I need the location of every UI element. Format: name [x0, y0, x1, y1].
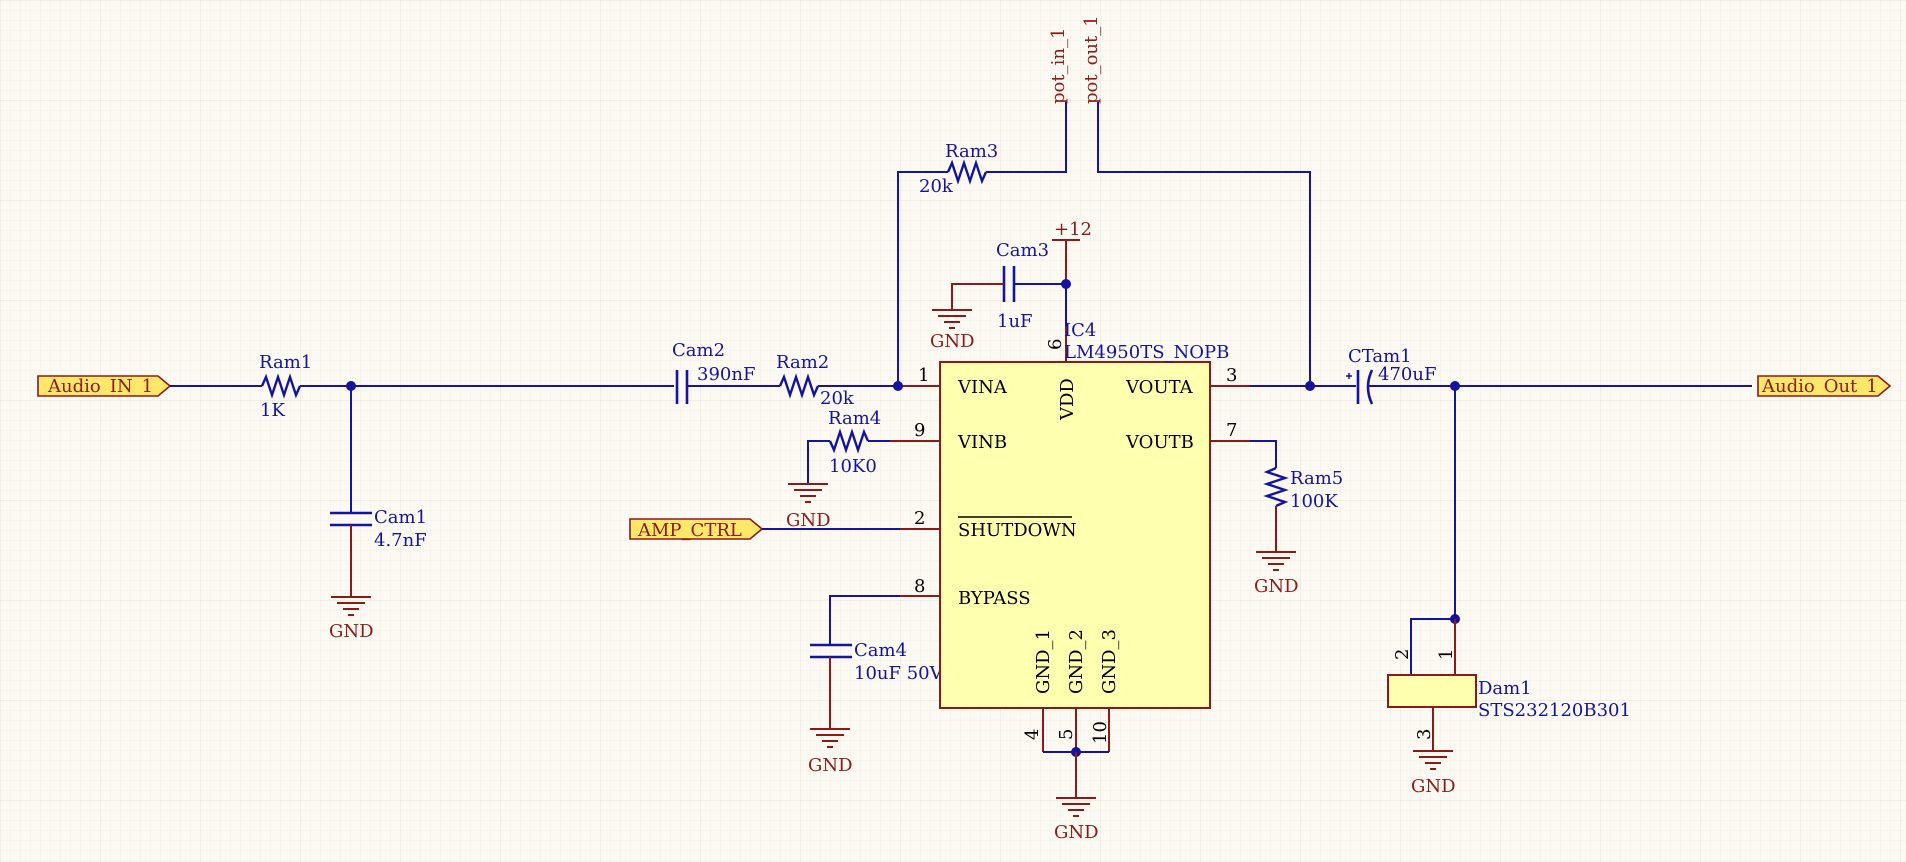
port-amp-ctrl[interactable]: AMP_CTRL	[629, 518, 764, 541]
ram2-ref: Ram2	[776, 352, 829, 373]
port-audio-in[interactable]: Audio_IN_1	[37, 375, 172, 397]
dam1-pin-2: 2	[1392, 649, 1413, 660]
pin-number-3: 3	[1226, 365, 1237, 386]
gnd-symbol	[932, 309, 972, 329]
pin-number-8: 8	[914, 576, 925, 597]
pin-number-10: 10	[1090, 721, 1111, 744]
resistor-ram2[interactable]: Ram2 20k	[776, 352, 855, 409]
wire	[897, 171, 948, 386]
ctam1-ref: CTam1	[1348, 346, 1412, 367]
cam2-value: 390nF	[697, 364, 755, 385]
wire	[1097, 102, 1311, 386]
dam1-pin-1: 1	[1436, 649, 1457, 660]
port-audio-out[interactable]: Audio_Out_1	[1757, 375, 1892, 397]
net-label-pot-in: pot_in_1	[1048, 28, 1069, 104]
gnd-label: GND	[1254, 576, 1299, 597]
cam1-ref: Cam1	[374, 507, 427, 528]
cam4-value: 10uF 50V	[854, 663, 944, 684]
pin-name-gnd1: GND_1	[1033, 629, 1054, 694]
resistor-ram4[interactable]: Ram4 10K0	[828, 408, 881, 477]
gnd-label: GND	[1054, 822, 1099, 843]
resistor-ram1[interactable]: Ram1 1K	[259, 352, 312, 421]
resistor-ram3[interactable]: Ram3 20k	[919, 141, 998, 197]
pin-name-voutb: VOUTB	[1125, 432, 1194, 453]
pin-name-gnd3: GND_3	[1099, 629, 1120, 694]
wire	[1410, 618, 1455, 675]
ram5-value: 100K	[1290, 491, 1338, 512]
ic-lm4950[interactable]: IC4 LM4950TS_NOPB VINA VINB SHUTDOWN BYP…	[939, 320, 1229, 709]
gnd-symbol	[1056, 797, 1096, 817]
cam1-value: 4.7nF	[374, 530, 427, 551]
ic-part: LM4950TS_NOPB	[1064, 342, 1229, 363]
gnd-label: GND	[1411, 776, 1456, 797]
dam1-ref: Dam1	[1478, 678, 1532, 699]
pin-number-9: 9	[914, 420, 925, 441]
gnd-label: GND	[786, 510, 831, 531]
wire	[1250, 440, 1277, 468]
pin-name-gnd2: GND_2	[1066, 629, 1087, 694]
gnd-symbol	[788, 483, 828, 503]
gnd-symbol	[1413, 750, 1453, 770]
ram1-value: 1K	[260, 400, 285, 421]
cam2-ref: Cam2	[672, 340, 725, 361]
pin-name-bypass: BYPASS	[958, 588, 1031, 609]
cam3-value: 1uF	[997, 311, 1033, 332]
gnd-label: GND	[329, 621, 374, 642]
pin-name-vouta: VOUTA	[1125, 377, 1194, 398]
ic-designator: IC4	[1064, 320, 1096, 341]
pin-number-6: 6	[1045, 339, 1066, 350]
gnd-label: GND	[930, 331, 975, 352]
port-amp-ctrl-label: AMP_CTRL	[637, 520, 742, 541]
cam4-ref: Cam4	[854, 640, 907, 661]
gnd-symbol	[1256, 551, 1296, 571]
ram4-ref: Ram4	[828, 408, 881, 429]
wire	[807, 440, 830, 484]
gnd-label: GND	[808, 755, 853, 776]
pin-number-2: 2	[914, 508, 925, 529]
pin-name-vina: VINA	[957, 377, 1008, 398]
ctam1-value: 470uF	[1378, 364, 1436, 385]
ram1-ref: Ram1	[259, 352, 312, 373]
dam1-value: STS232120B301	[1478, 700, 1631, 721]
component-dam1[interactable]: Dam1 STS232120B301	[1387, 674, 1631, 721]
wire	[986, 102, 1067, 173]
resistor-ram5[interactable]: Ram5 100K	[1263, 466, 1343, 512]
pin-name-vdd: VDD	[1057, 378, 1078, 421]
capacitor-cam4[interactable]: Cam4 10uF 50V	[810, 640, 944, 684]
capacitor-cam2[interactable]: Cam2 390nF	[672, 340, 755, 404]
pin-number-1: 1	[918, 365, 929, 386]
wire	[951, 283, 1004, 310]
gnd-symbol	[810, 728, 850, 748]
capacitor-cam3[interactable]: Cam3 1uF	[996, 240, 1049, 332]
port-audio-out-label: Audio_Out_1	[1761, 376, 1878, 397]
ram3-value: 20k	[919, 176, 954, 197]
wire	[829, 595, 900, 645]
net-label-pot-out: pot_out_1	[1081, 15, 1102, 104]
ram3-ref: Ram3	[945, 141, 998, 162]
ram5-ref: Ram5	[1290, 468, 1343, 489]
pin-name-vinb: VINB	[957, 432, 1007, 453]
pin-number-7: 7	[1226, 420, 1237, 441]
gnd-symbol	[331, 596, 371, 616]
ram2-value: 20k	[820, 388, 855, 409]
ram4-value: 10K0	[829, 456, 877, 477]
dam1-pin-3: 3	[1414, 729, 1435, 740]
pin-name-shutdown: SHUTDOWN	[958, 520, 1077, 541]
junction	[1305, 381, 1315, 391]
pin-number-4: 4	[1022, 729, 1043, 740]
port-audio-in-label: Audio_IN_1	[47, 376, 153, 397]
pin-number-5: 5	[1056, 729, 1077, 740]
cam3-ref: Cam3	[996, 240, 1049, 261]
vcc-label: +12	[1054, 219, 1092, 240]
capacitor-cam1[interactable]: Cam1 4.7nF	[330, 507, 427, 551]
